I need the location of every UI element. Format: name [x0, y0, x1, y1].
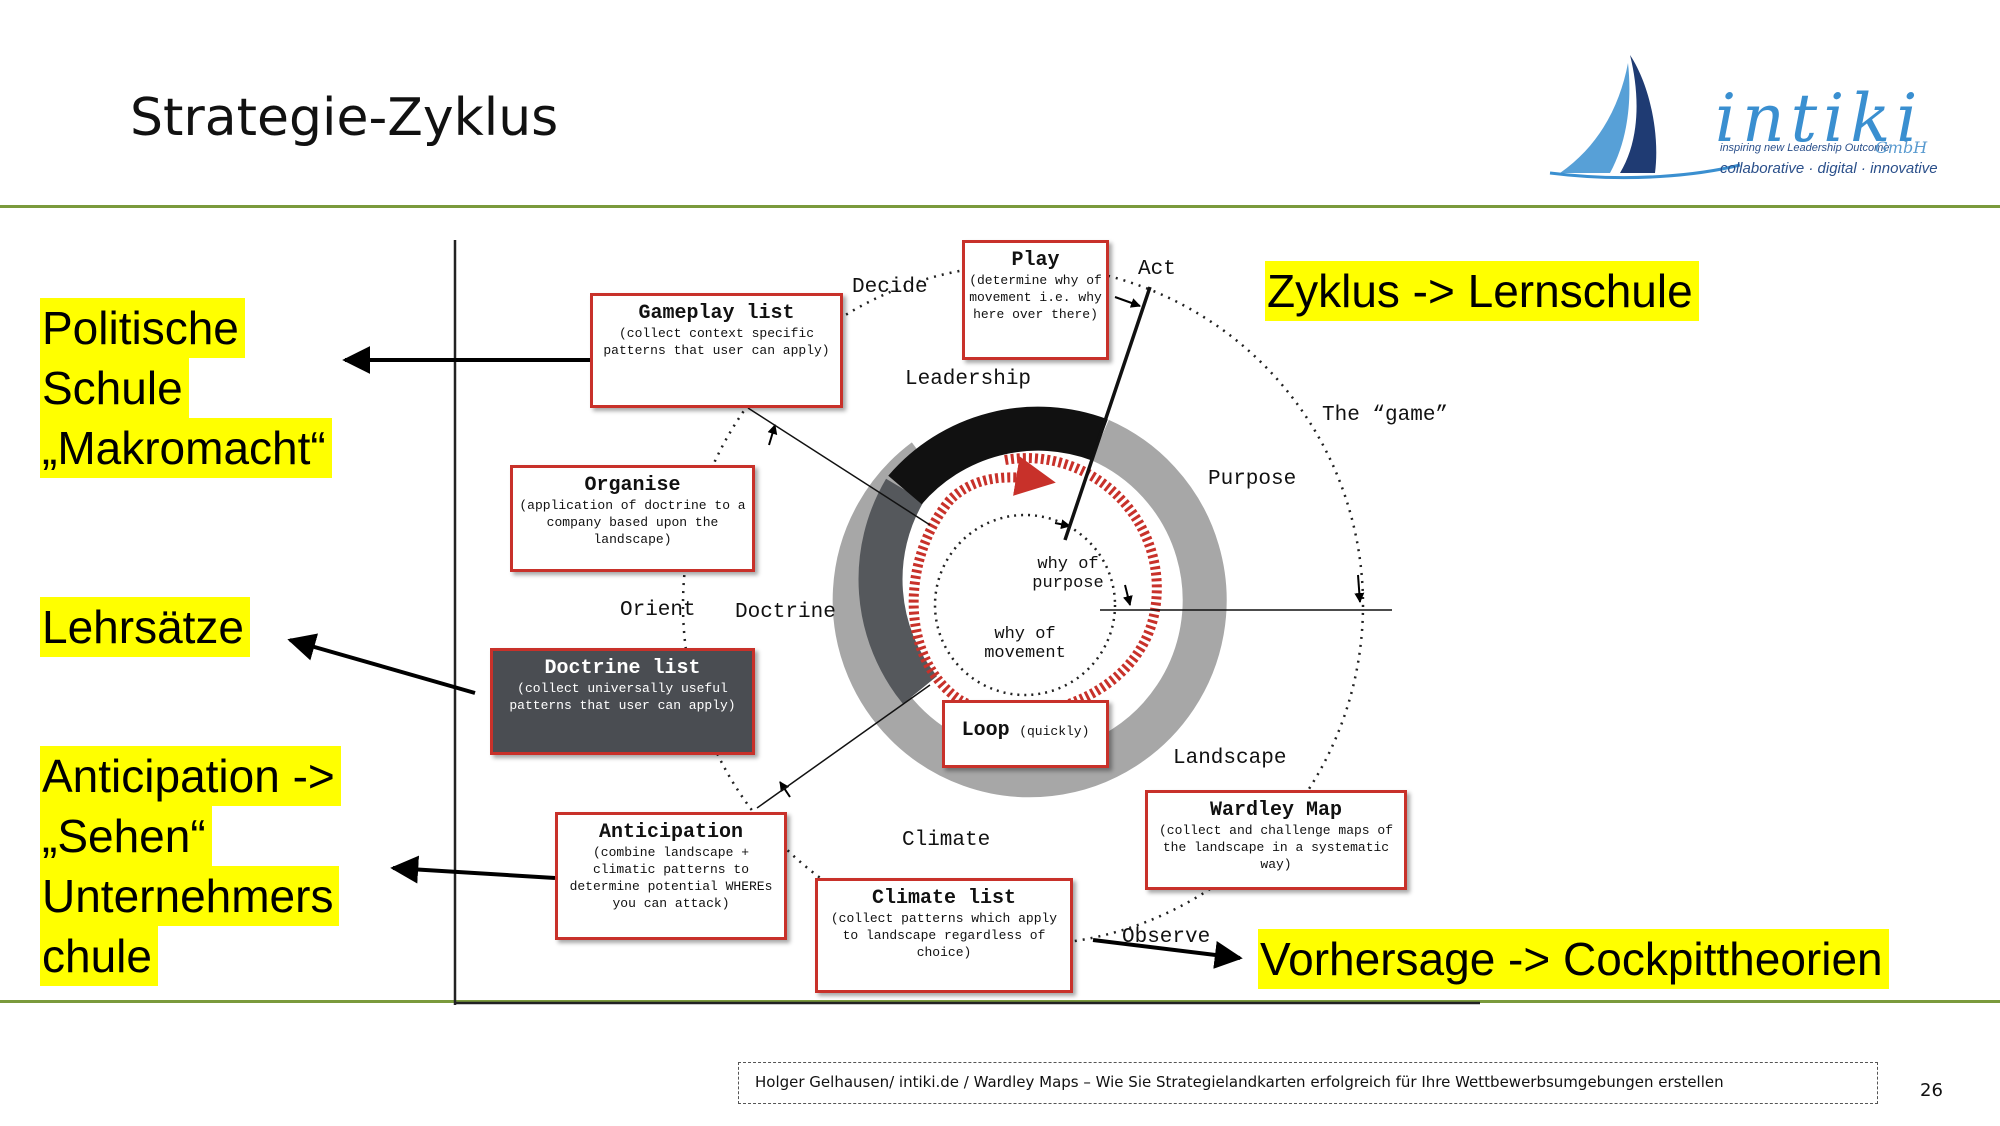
highlight-politische-1: Politische	[40, 298, 245, 358]
doctrine-ring-segment	[858, 478, 938, 704]
organise-box: Organise (application of doctrine to a c…	[510, 465, 755, 572]
anticipation-left-arrow-icon	[390, 855, 556, 884]
landscape-arrow-icon	[1354, 574, 1365, 603]
play-title: Play	[1011, 249, 1060, 272]
loop-desc: (quickly)	[1019, 724, 1090, 739]
label-decide: Decide	[852, 276, 928, 299]
loop-box: Loop (quickly)	[942, 700, 1109, 768]
brand-suffix: GmbH	[1875, 138, 1928, 157]
brand-tagline: inspiring new Leadership Outcome	[1720, 142, 1890, 154]
label-purpose: Purpose	[1208, 468, 1297, 491]
gameplay-list-box: Gameplay list (collect context specific …	[590, 293, 843, 408]
label-climate: Climate	[902, 829, 991, 852]
lehrsaetze-arrow-icon	[287, 633, 476, 695]
organise-arrow-icon	[767, 424, 778, 446]
sail-logo-icon	[1549, 55, 1741, 180]
loop-spiral-icon	[908, 453, 1162, 719]
brand-name: intiki	[1715, 80, 1924, 157]
anticipation-connector	[756, 684, 931, 809]
anticipation-box: Anticipation (combine landscape + climat…	[555, 812, 787, 940]
climate-list-title: Climate list	[871, 887, 1017, 910]
anticipation-desc: (combine landscape + climatic patterns t…	[569, 845, 773, 911]
vorhersage-arrow-icon	[1092, 938, 1243, 969]
inner-ring-arrow-icon	[1122, 584, 1133, 606]
highlight-anticipation-4: chule	[40, 926, 158, 986]
leadership-ring-segment	[888, 406, 1108, 505]
loop-title: Loop	[961, 719, 1010, 742]
label-why-of-purpose: why of purpose	[1032, 555, 1104, 593]
highlight-politische-3: „Makromacht“	[40, 418, 332, 478]
gameplay-connector	[747, 407, 931, 526]
anticipation-arrow-icon	[779, 781, 791, 798]
label-act: Act	[1138, 258, 1176, 281]
highlight-anticipation-1: Anticipation ->	[40, 746, 341, 806]
brand-subline: collaborative · digital · innovative	[1720, 160, 1938, 177]
doctrine-list-title: Doctrine list	[544, 657, 701, 680]
label-why-of-movement: why of movement	[984, 625, 1066, 663]
organise-title: Organise	[584, 474, 681, 497]
wardley-map-desc: (collect and challenge maps of the lands…	[1158, 823, 1394, 872]
label-landscape: Landscape	[1173, 747, 1287, 770]
label-the-game: The “game”	[1322, 404, 1449, 427]
slide-title: Strategie-Zyklus	[130, 88, 559, 148]
wardley-map-title: Wardley Map	[1209, 799, 1343, 822]
play-box: Play (determine why of movement i.e. why…	[962, 240, 1109, 360]
highlight-anticipation-2: „Sehen“	[40, 806, 212, 866]
label-leadership: Leadership	[905, 368, 1032, 391]
footer-divider	[0, 1000, 2000, 1003]
organise-desc: (application of doctrine to a company ba…	[519, 498, 746, 547]
purpose-arrow-icon	[1054, 519, 1071, 530]
climate-list-desc: (collect patterns which apply to landsca…	[830, 911, 1058, 960]
doctrine-list-box: Doctrine list (collect universally usefu…	[490, 648, 755, 755]
doctrine-list-desc: (collect universally useful patterns tha…	[509, 681, 736, 713]
play-desc: (determine why of movement i.e. why here…	[969, 273, 1102, 322]
footer-citation: Holger Gelhausen/ intiki.de / Wardley Ma…	[738, 1062, 1878, 1104]
highlight-politische-2: Schule	[40, 358, 189, 418]
anticipation-title: Anticipation	[598, 821, 744, 844]
gameplay-list-title: Gameplay list	[638, 302, 795, 325]
purpose-ring	[832, 419, 1227, 798]
label-orient: Orient	[620, 599, 696, 622]
page-number: 26	[1920, 1080, 1943, 1101]
highlight-anticipation-3: Unternehmers	[40, 866, 340, 926]
climate-list-box: Climate list (collect patterns which app…	[815, 878, 1073, 993]
label-observe: Observe	[1122, 926, 1211, 949]
inner-cycle-ring	[933, 513, 1117, 697]
highlight-lehrsaetze: Lehrsätze	[40, 597, 251, 657]
highlight-zyklus: Zyklus -> Lernschule	[1265, 261, 1699, 321]
act-connector	[1063, 286, 1152, 541]
label-doctrine: Doctrine	[735, 601, 836, 624]
act-arrow-icon	[1114, 296, 1141, 308]
header-divider	[0, 205, 2000, 208]
gameplay-list-desc: (collect context specific patterns that …	[603, 326, 830, 358]
highlight-vorhersage: Vorhersage -> Cockpittheorien	[1258, 929, 1889, 989]
wardley-map-box: Wardley Map (collect and challenge maps …	[1145, 790, 1407, 890]
